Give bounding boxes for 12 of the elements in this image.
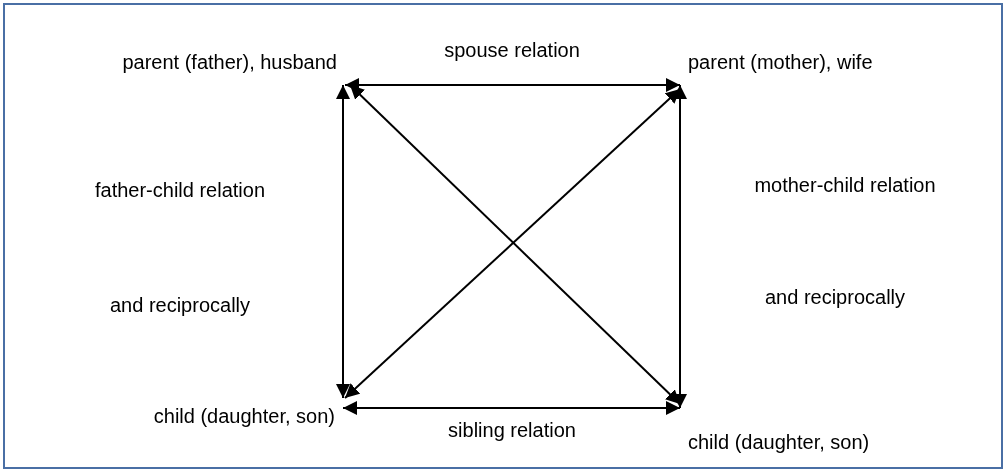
double-arrow [673, 84, 687, 409]
relation-note: and reciprocally [764, 284, 906, 310]
double-arrow [336, 84, 350, 399]
node-label: parent (father), husband [122, 50, 337, 75]
node-label: child (daughter, son) [153, 404, 335, 429]
double-arrow [342, 401, 681, 415]
relation-note: father-child relation [94, 177, 266, 203]
relation-note: and reciprocally [109, 292, 251, 318]
relation-note: mother-child relation [754, 172, 936, 198]
double-arrow [344, 78, 681, 92]
node-label: child (daughter, son) [688, 430, 870, 455]
node-label: parent (mother), wife [688, 50, 873, 75]
